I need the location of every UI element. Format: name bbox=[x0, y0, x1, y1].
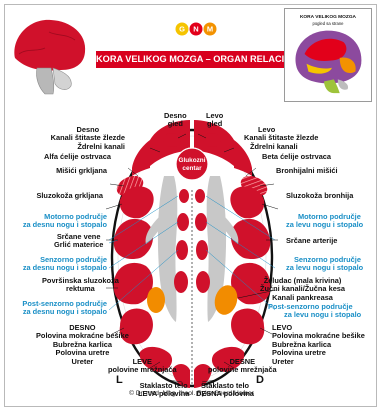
bottom-left-lobe bbox=[172, 364, 190, 388]
brain-side-view-illustration bbox=[14, 19, 86, 95]
bottom-right-lobe bbox=[194, 364, 212, 388]
left-lobe-2 bbox=[113, 218, 154, 260]
label-bronhijalni: Bronhijalni mišići bbox=[276, 166, 338, 175]
inset-subtitle: pogled sa strane bbox=[312, 21, 344, 26]
side-letter-left: L bbox=[116, 374, 123, 386]
top-right-eye-zone bbox=[203, 133, 221, 147]
leader-lines-left bbox=[105, 133, 187, 383]
label-alfa: Alfa ćelije ostrvaca bbox=[44, 152, 111, 161]
left-lobe-3 bbox=[113, 262, 153, 305]
label-srcane-arterije: Srčane arterije bbox=[286, 236, 338, 245]
inset-panel: KORA VELIKOG MOZGA pogled sa strane bbox=[284, 8, 372, 102]
center-oval-right-4 bbox=[196, 271, 210, 293]
glucose-center-label-2: centar bbox=[182, 165, 202, 172]
side-letter-right: D bbox=[256, 374, 264, 386]
label-sluzokoza-bronhija: Sluzokoža bronhija bbox=[286, 191, 354, 200]
top-left-outer bbox=[132, 140, 150, 176]
center-oval-right-1 bbox=[195, 189, 205, 203]
center-oval-right-3 bbox=[196, 240, 208, 260]
label-misici-grkljana: Mišići grkljana bbox=[56, 166, 107, 175]
right-lobe-1 bbox=[230, 186, 265, 219]
leader-lines-right bbox=[197, 133, 279, 383]
left-orange-zone bbox=[147, 287, 165, 313]
center-oval-left-1 bbox=[179, 189, 189, 203]
label-beta: Beta ćelije ostrvaca bbox=[262, 152, 332, 161]
page-frame bbox=[4, 4, 377, 407]
label-zeludac: Želudac (mala krivina)Žučni kanali/Žučna… bbox=[260, 276, 346, 302]
glucose-center-label-1: Glukozni bbox=[179, 157, 206, 164]
center-oval-right-2 bbox=[195, 213, 207, 231]
logo-letter-m: M bbox=[207, 25, 213, 34]
right-lobe-3 bbox=[231, 262, 271, 305]
right-ventricle-branch bbox=[222, 216, 239, 244]
logo-letter-g: G bbox=[179, 25, 185, 34]
right-lobe-5 bbox=[211, 346, 245, 372]
inset-title: KORA VELIKOG MOZGA bbox=[299, 15, 357, 20]
top-left-eye-zone bbox=[163, 133, 181, 147]
glucose-center bbox=[175, 147, 209, 181]
left-lobe-4 bbox=[119, 308, 153, 345]
page-title: KORA VELIKOG MOZGA – ORGAN RELACIJA bbox=[96, 51, 296, 68]
logo-letter-n: N bbox=[193, 25, 198, 34]
left-ventricle bbox=[157, 176, 178, 322]
gnm-logo: G N M bbox=[175, 22, 217, 36]
inset-brain-illustration bbox=[295, 30, 362, 94]
label-sluzokoza-grkljana: Sluzokoža grkljana bbox=[36, 191, 103, 200]
left-lobe-1 bbox=[119, 186, 154, 219]
right-lobe-4 bbox=[231, 308, 265, 345]
center-oval-left-4 bbox=[174, 271, 188, 293]
top-right-outer bbox=[234, 140, 252, 176]
left-lobe-5 bbox=[139, 346, 173, 372]
right-lobe-2 bbox=[230, 218, 271, 260]
left-ventricle-branch bbox=[145, 216, 162, 244]
right-ventricle bbox=[206, 176, 227, 322]
copyright: © Dr. med. Mag. theol. Ryke Geerd Hamer bbox=[129, 390, 254, 397]
right-orange-zone bbox=[214, 285, 238, 315]
center-oval-left-2 bbox=[177, 213, 189, 231]
center-oval-left-3 bbox=[176, 240, 188, 260]
